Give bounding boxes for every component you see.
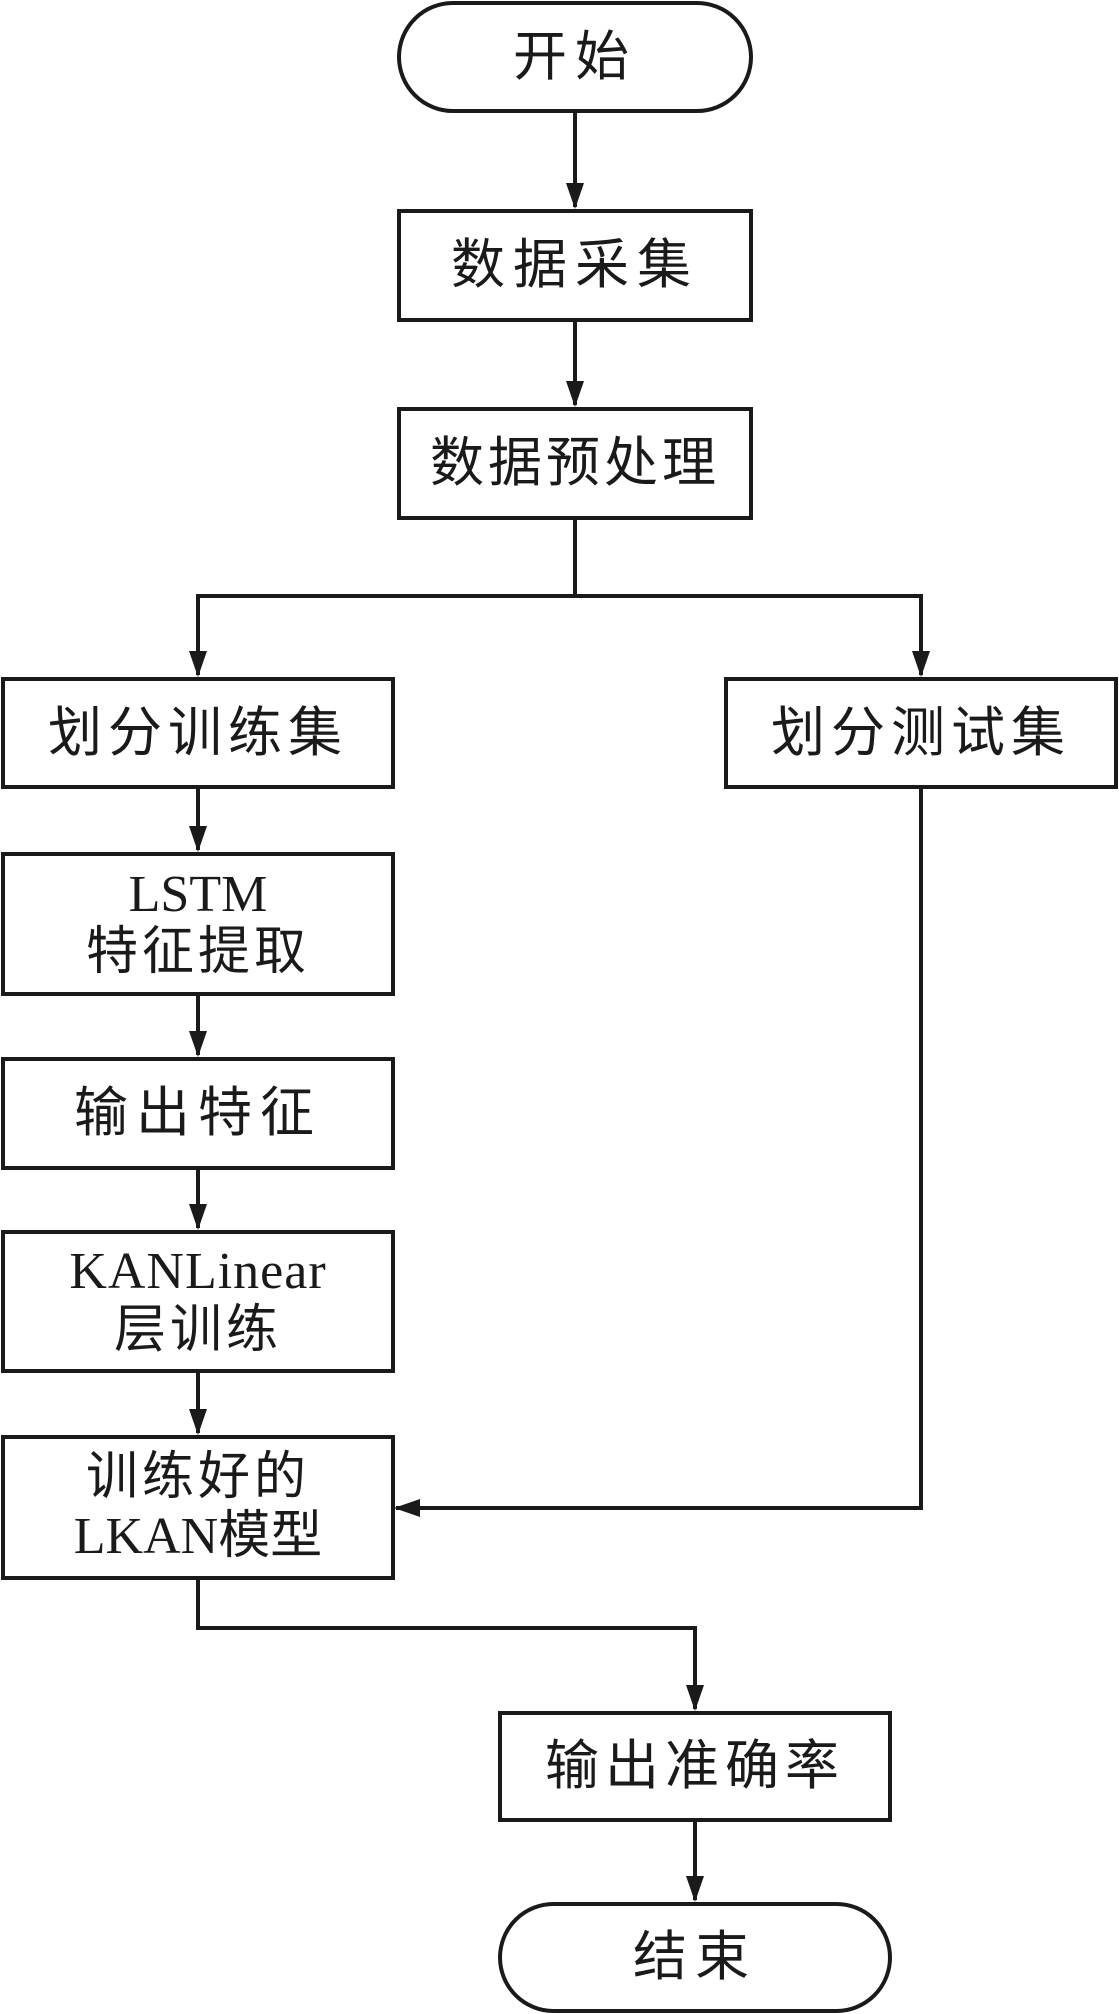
node-output-accuracy-label: 输出准确率 [545, 1736, 845, 1797]
arrowhead [394, 1499, 420, 1517]
node-preprocessing: 数据预处理 [397, 407, 753, 520]
node-output-features-label: 输出特征 [74, 1083, 322, 1144]
arrowhead [189, 1031, 207, 1057]
edge-split-train [196, 594, 575, 675]
node-output-features: 输出特征 [1, 1057, 395, 1170]
node-lstm: LSTM 特征提取 [1, 852, 395, 996]
node-preprocessing-label: 数据预处理 [430, 433, 720, 494]
node-kanlinear: KANLinear 层训练 [1, 1230, 395, 1373]
edge-test-model [396, 788, 923, 1510]
node-start-label: 开始 [513, 26, 637, 87]
node-lstm-line2: 特征提取 [85, 924, 310, 981]
arrowhead [912, 651, 930, 677]
node-train-split-label: 划分训练集 [48, 702, 348, 763]
node-trained-model: 训练好的 LKAN模型 [1, 1435, 395, 1580]
arrowhead [189, 651, 207, 677]
node-end: 结束 [498, 1902, 892, 2013]
arrowhead [566, 183, 584, 209]
node-data-collection: 数据采集 [397, 209, 753, 322]
node-trained-model-line2: LKAN模型 [73, 1507, 323, 1565]
arrowhead [189, 1204, 207, 1230]
arrowhead [189, 826, 207, 852]
arrowhead [686, 1685, 704, 1711]
node-kanlinear-line1: KANLinear [69, 1243, 327, 1301]
node-kanlinear-line2: 层训练 [113, 1301, 282, 1359]
node-data-collection-label: 数据采集 [451, 235, 699, 296]
node-trained-model-line1: 训练好的 [85, 1449, 310, 1507]
node-test-split-label: 划分测试集 [771, 702, 1071, 763]
arrowhead [686, 1876, 704, 1902]
node-start: 开始 [397, 1, 753, 113]
node-test-split: 划分测试集 [724, 677, 1118, 789]
node-lstm-line1: LSTM [128, 865, 268, 923]
node-output-accuracy: 输出准确率 [498, 1711, 892, 1822]
edge-split-test [575, 594, 923, 675]
arrowhead [566, 381, 584, 407]
arrowhead [189, 1409, 207, 1435]
node-end-label: 结束 [633, 1927, 757, 1988]
edge-model-accuracy [196, 1579, 697, 1709]
node-train-split: 划分训练集 [1, 677, 395, 789]
